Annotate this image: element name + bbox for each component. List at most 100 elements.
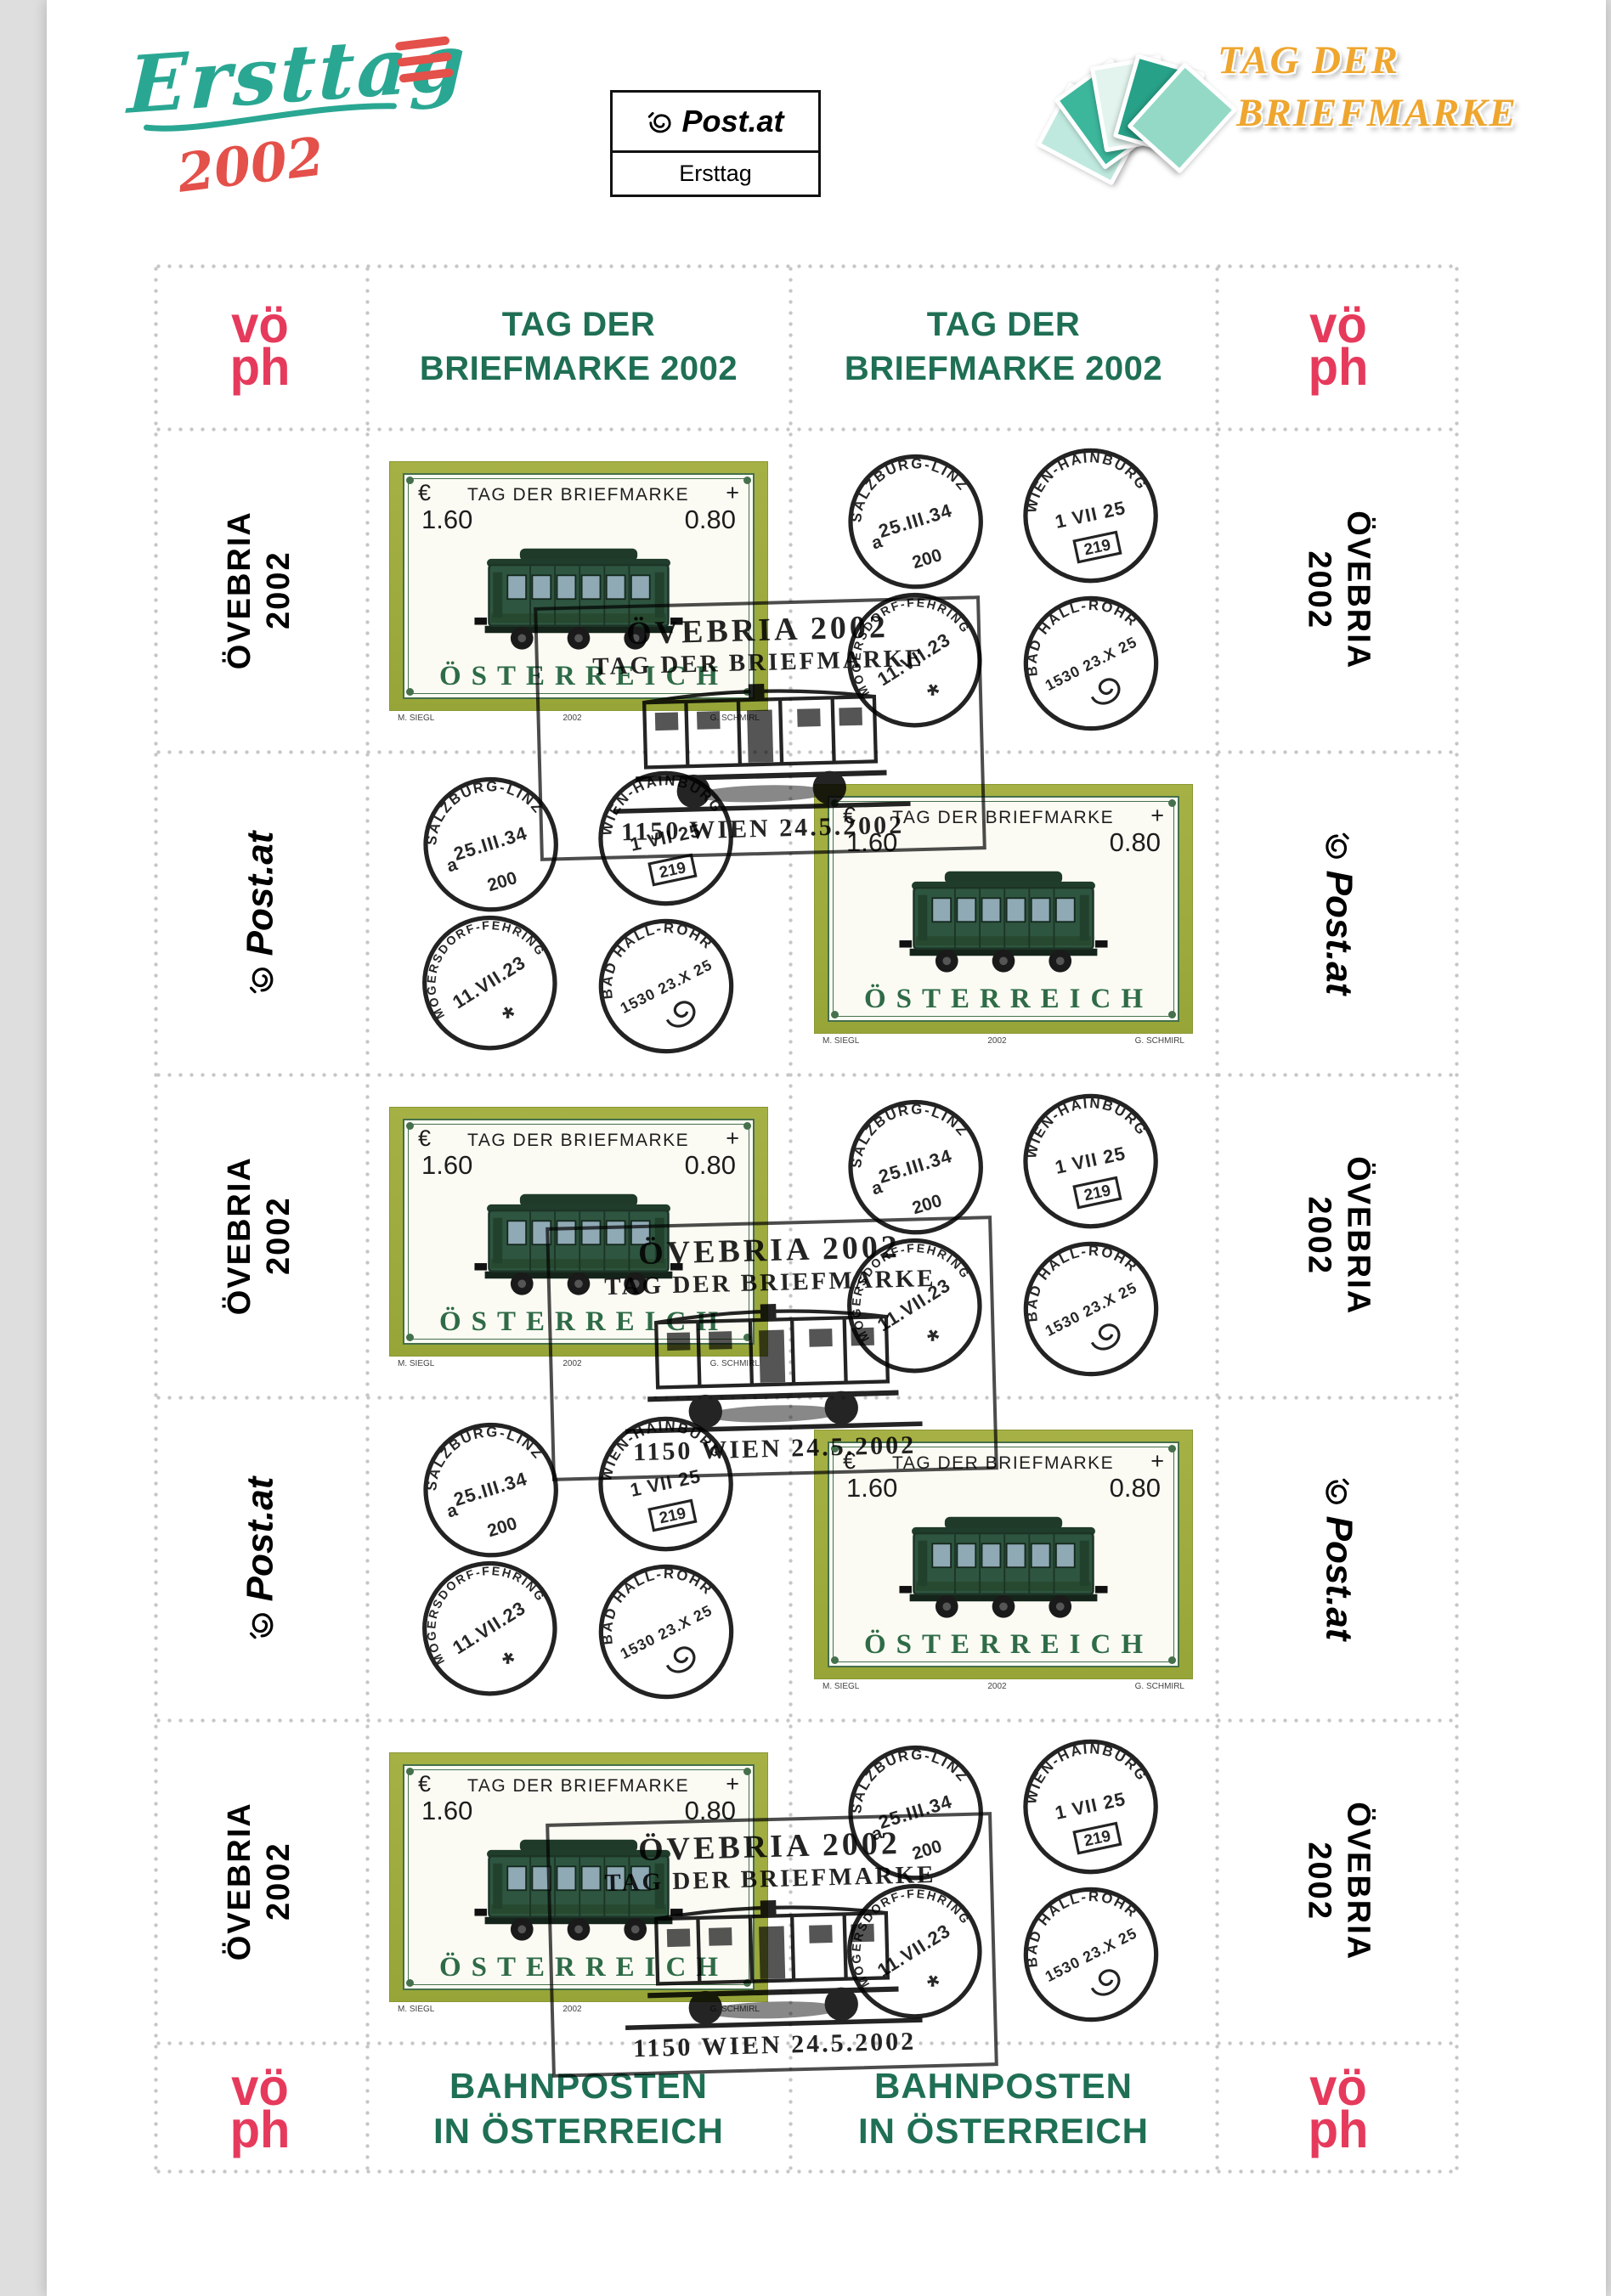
train-carriage-art bbox=[898, 870, 1109, 973]
svg-text:1530 23.X 25: 1530 23.X 25 bbox=[1043, 633, 1140, 694]
stamp-plus: + bbox=[726, 479, 739, 505]
stamp-value-right: 0.80 bbox=[684, 1795, 736, 1825]
stamp-title: TAG DER BRIEFMARKE bbox=[892, 807, 1115, 827]
ovebria-year: 2002 bbox=[1301, 550, 1337, 630]
postmark-wien-hainburg: WIEN-HAINBURG 1 VII 25 219 bbox=[1013, 1083, 1158, 1229]
posthorn-icon bbox=[648, 111, 672, 133]
cancel-train-art bbox=[553, 674, 969, 821]
ovebria-text: ÖVEBRIA bbox=[1340, 511, 1376, 670]
ovebria-text: ÖVEBRIA bbox=[222, 511, 258, 670]
ovebria-year: 2002 bbox=[260, 1842, 297, 1921]
svg-text:1 VII 25: 1 VII 25 bbox=[1053, 1788, 1128, 1824]
ovebria-year: 2002 bbox=[260, 1196, 297, 1276]
postat-text: Post.at bbox=[238, 1476, 280, 1602]
postbox-brand-row: Post.at bbox=[613, 93, 818, 153]
svg-text:1 VII 25: 1 VII 25 bbox=[1053, 1142, 1128, 1178]
margin-label-postat: Post.at bbox=[153, 752, 367, 1075]
svg-text:25.III.34: 25.III.34 bbox=[876, 1145, 955, 1187]
stamp-imprint-year: 2002 bbox=[562, 2004, 582, 2014]
stamp-value-right: 0.80 bbox=[684, 504, 736, 534]
stamp-value-left: 1.60 bbox=[846, 826, 898, 857]
margin-label-postat: Post.at bbox=[1217, 752, 1460, 1075]
stamp-title: TAG DER BRIEFMARKE bbox=[467, 484, 690, 505]
stamp-plus: + bbox=[1150, 1447, 1164, 1474]
margin-label-postat: Post.at bbox=[1217, 1397, 1460, 1720]
svg-text:1530 23.X 25: 1530 23.X 25 bbox=[618, 956, 715, 1017]
ersttag-postmark-box: Post.at Ersttag bbox=[610, 90, 821, 197]
stamp-imprint-designer: M. SIEGL bbox=[398, 2004, 435, 2014]
stamp-value-left: 1.60 bbox=[421, 1795, 473, 1825]
stamp-imprint-year: 2002 bbox=[562, 1358, 582, 1368]
stamp-imprint-designer: M. SIEGL bbox=[398, 1358, 435, 1368]
voeph-line1: vö bbox=[1309, 296, 1367, 354]
postat-text: Post.at bbox=[1317, 870, 1359, 996]
stamp-country: ÖSTERREICH bbox=[438, 1951, 729, 1983]
sheet-title-line2: BRIEFMARKE 2002 bbox=[419, 349, 738, 387]
ovebria-text: ÖVEBRIA bbox=[1340, 1156, 1376, 1316]
stamp-imprint-year: 2002 bbox=[987, 1681, 1007, 1691]
stamp-imprint-designer: M. SIEGL bbox=[398, 713, 435, 723]
postbox-brand: Post.at bbox=[681, 104, 784, 138]
footer-line1: BAHNPOSTEN bbox=[449, 2066, 709, 2106]
cancel-train-art bbox=[565, 1890, 981, 2037]
stamp-title: TAG DER BRIEFMARKE bbox=[892, 1453, 1115, 1473]
stamp-country: ÖSTERREICH bbox=[863, 1628, 1154, 1660]
postat-text: Post.at bbox=[238, 831, 280, 956]
tdb-logo-text: TAG DER BRIEFMARKE bbox=[1218, 37, 1518, 136]
cancel-train-art bbox=[565, 1294, 981, 1441]
svg-text:11.VII.23: 11.VII.23 bbox=[449, 1597, 529, 1658]
stamp-plus: + bbox=[726, 1125, 739, 1151]
svg-text:25.III.34: 25.III.34 bbox=[876, 499, 955, 542]
stamp-country: ÖSTERREICH bbox=[863, 983, 1154, 1014]
svg-text:1 VII 25: 1 VII 25 bbox=[1053, 497, 1128, 533]
stamp-plus: + bbox=[1150, 802, 1164, 828]
stamp-value-left: 1.60 bbox=[846, 1472, 898, 1503]
ovebria-text: ÖVEBRIA bbox=[222, 1802, 258, 1961]
special-cancel-ovebria: ÖVEBRIA 2002 TAG DER BRIEFMARKE 1150 WIE… bbox=[545, 1812, 998, 2078]
postbox-label: Ersttag bbox=[679, 161, 752, 186]
postmark-bad-hall-rohr: BAD HALL-ROHR 1530 23.X 25 bbox=[1003, 1221, 1159, 1377]
ersttag-2002-logo: Ersttag 2002 bbox=[127, 15, 484, 204]
stamp-imprint-year: 2002 bbox=[987, 1035, 1007, 1046]
voeph-line1: vö bbox=[231, 296, 289, 354]
stamp-value-left: 1.60 bbox=[421, 504, 473, 534]
stamp-imprint-designer: M. SIEGL bbox=[822, 1035, 860, 1046]
stamp-fan-icon bbox=[1036, 41, 1241, 223]
postmark-mogersdorf-fehring: MOGERSDORF-FEHRING 11.VII.23 * bbox=[400, 1540, 557, 1696]
svg-text:*: * bbox=[497, 1644, 525, 1679]
special-cancel-ovebria: ÖVEBRIA 2002 TAG DER BRIEFMARKE 1150 WIE… bbox=[534, 595, 986, 861]
margin-label-postat: Post.at bbox=[153, 1397, 367, 1720]
voeph-line1: vö bbox=[231, 2058, 289, 2117]
postat-text: Post.at bbox=[1317, 1515, 1359, 1641]
stamp-imprint-engraver: G. SCHMIRL bbox=[709, 713, 760, 723]
tdb-line2: BRIEFMARKE bbox=[1236, 91, 1518, 135]
svg-text:11.VII.23: 11.VII.23 bbox=[449, 951, 529, 1013]
svg-text:25.III.34: 25.III.34 bbox=[451, 1468, 530, 1510]
scanned-first-day-sheet: Ersttag 2002 Post.at Ersttag TAG DER BRI… bbox=[47, 0, 1606, 2296]
stamp-title: TAG DER BRIEFMARKE bbox=[467, 1130, 690, 1150]
stamp-value-right: 0.80 bbox=[1109, 826, 1161, 857]
